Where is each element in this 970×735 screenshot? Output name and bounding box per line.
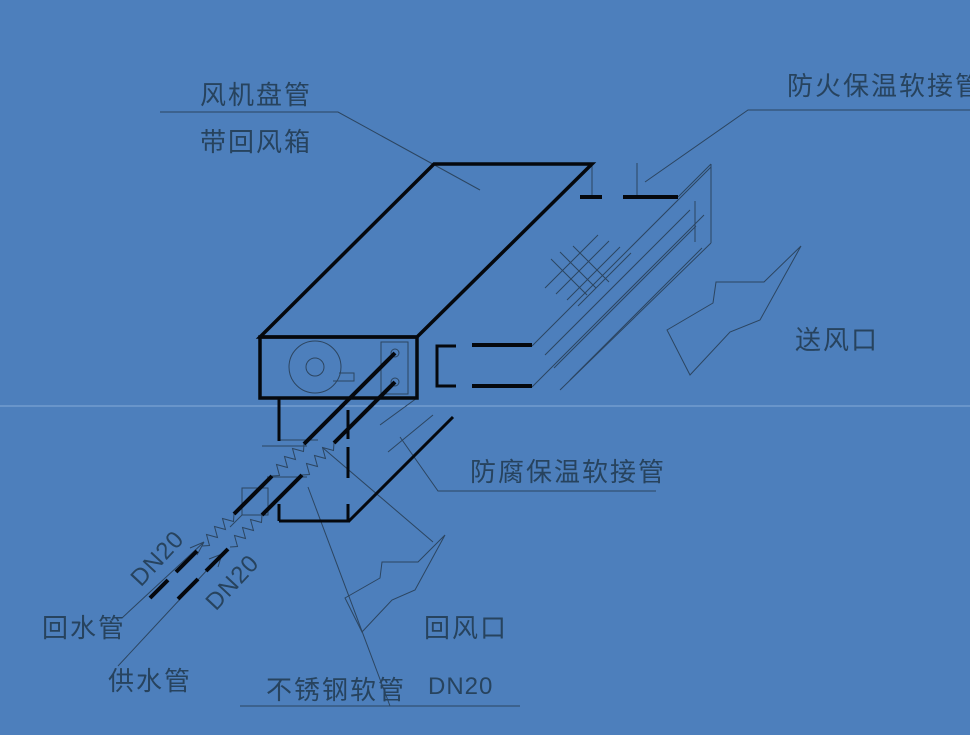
fan-hub-circle	[305, 357, 325, 377]
pipe-boss-top	[390, 348, 400, 358]
return-duct	[277, 398, 455, 523]
supply-water-pipe-line	[176, 380, 397, 601]
label-fireproof-flex-duct: 防火保温软接管	[787, 71, 970, 101]
leader-anticorrosive-flex	[399, 436, 656, 492]
supply-airflow-arrow	[666, 245, 802, 376]
label-return-air-inlet: 回风口	[424, 613, 509, 643]
fan-scroll-circle	[288, 340, 342, 394]
pipe-terminal-box	[380, 341, 409, 395]
label-supply-air-outlet: 送风口	[795, 325, 880, 355]
label-fan-coil-line1: 风机盘管	[200, 80, 313, 110]
thick-linework	[148, 162, 678, 601]
flex-duct-hatch	[544, 234, 632, 307]
unit-front-face	[258, 335, 419, 400]
water-pipes	[148, 351, 397, 601]
pipe-boss-bottom	[390, 377, 400, 387]
label-anticorrosive-flex-duct: 防腐保温软接管	[470, 457, 667, 487]
label-fan-coil-line2: 带回风箱	[200, 127, 313, 157]
leader-stainless-hose	[307, 486, 391, 707]
unit-top-face	[255, 162, 597, 339]
return-water-pipe-line	[148, 351, 397, 600]
flex-hose-zigzags	[201, 442, 335, 548]
unit-outlet-collar	[435, 344, 456, 388]
label-stainless-hose: 不锈钢软管	[266, 675, 407, 705]
leader-return-water	[121, 541, 205, 619]
label-stainless-hose-size: DN20	[428, 673, 494, 700]
leader-fireproof-flex	[644, 109, 970, 183]
return-airflow-arrow	[344, 534, 446, 633]
label-return-water-pipe: 回水管	[42, 613, 127, 643]
thin-linework	[117, 109, 970, 707]
fan-volute	[333, 372, 355, 382]
label-supply-water-pipe: 供水管	[108, 666, 193, 696]
